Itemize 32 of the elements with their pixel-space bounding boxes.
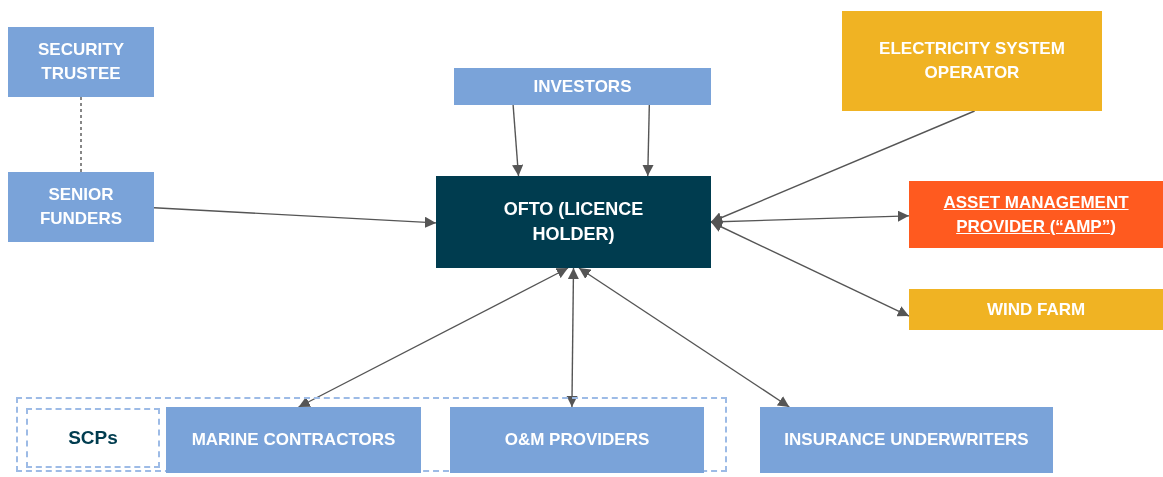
party-box — [8, 172, 154, 242]
arrow — [710, 110, 976, 223]
arrow — [710, 221, 910, 317]
central-box — [436, 176, 711, 268]
party-box — [450, 407, 704, 473]
central-box-label: OFTO (LICENCE HOLDER) — [502, 197, 645, 246]
arrow — [297, 267, 569, 408]
arrow — [642, 104, 654, 177]
arrow — [153, 207, 437, 228]
box-label: INVESTORS — [532, 75, 633, 98]
highlighted-box — [909, 181, 1163, 248]
box-label: MARINE CONTRACTORS — [190, 429, 397, 452]
box-label: SECURITY TRUSTEE — [37, 39, 125, 85]
box-label: WIND FARM — [985, 298, 1087, 321]
party-box — [166, 407, 421, 473]
party-box — [8, 27, 154, 97]
group-box — [26, 408, 160, 468]
party-box — [454, 68, 711, 105]
box-label: ASSET MANAGEMENT PROVIDER (“AMP”) — [942, 191, 1130, 238]
dashed-group-box — [16, 397, 727, 472]
arrow — [512, 104, 524, 177]
party-box — [760, 407, 1053, 473]
party-box — [909, 289, 1163, 330]
box-label: SCPs — [67, 425, 119, 450]
arrow — [578, 267, 790, 408]
box-label: ELECTRICITY SYSTEM OPERATOR — [878, 38, 1066, 84]
arrow — [566, 267, 579, 408]
party-box — [842, 11, 1102, 111]
dashed-connector — [80, 96, 82, 173]
box-label: O&M PROVIDERS — [503, 429, 651, 452]
box-label: INSURANCE UNDERWRITERS — [783, 429, 1030, 452]
box-label: SENIOR FUNDERS — [38, 184, 124, 230]
